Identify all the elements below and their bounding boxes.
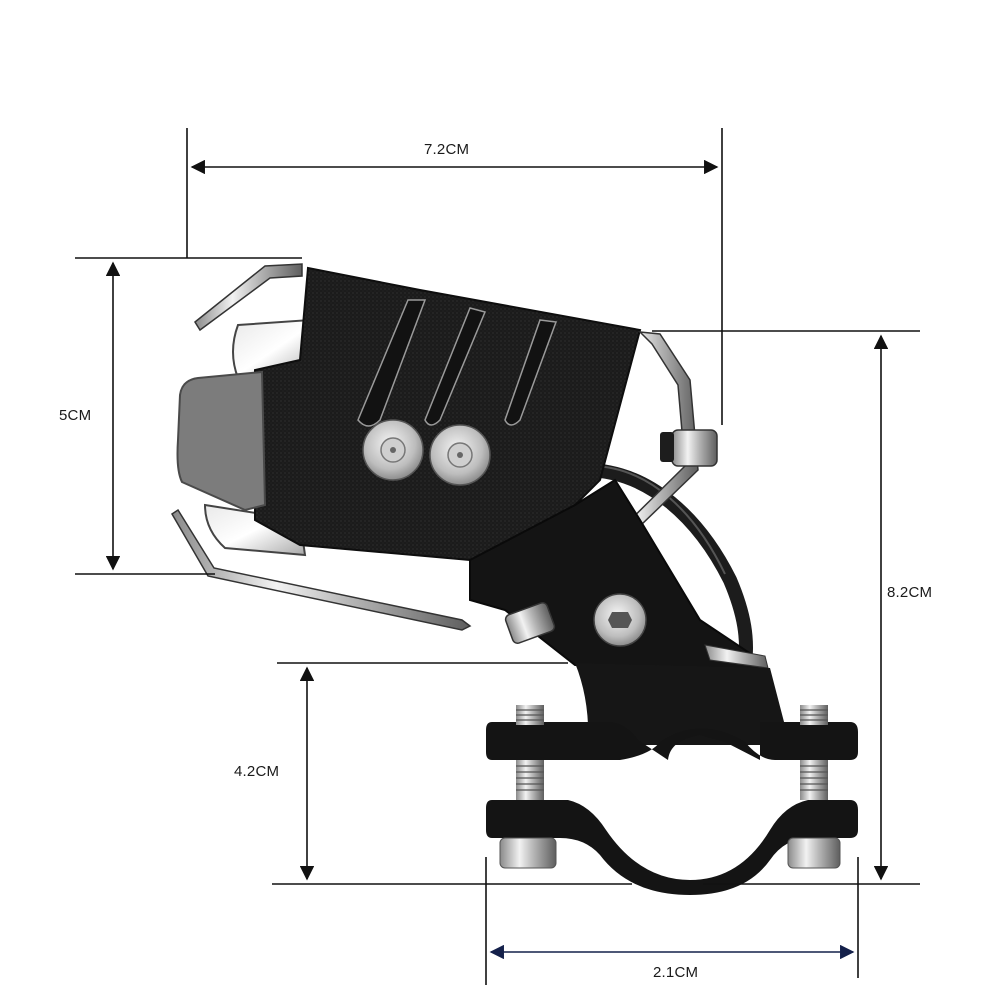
- housing-slots: [357, 299, 558, 427]
- power-cable: [578, 463, 754, 672]
- protective-guard-top: [194, 263, 303, 332]
- screw-left-mid: [516, 760, 544, 800]
- clamp-screws: [499, 705, 841, 869]
- dim-label-clamp-width: 2.1CM: [653, 964, 699, 981]
- handlebar-clamp-upper: [486, 722, 858, 760]
- handlebar-clamp-lower: [486, 800, 858, 895]
- protective-guard-bottom: [170, 508, 472, 631]
- dim-label-clamp-height: 4.2CM: [234, 763, 280, 780]
- screw-right-cap: [787, 837, 841, 869]
- front-cap: [176, 370, 267, 512]
- screw-right-mid: [800, 760, 828, 800]
- dimension-lines: [75, 128, 920, 985]
- screw-left-cap: [499, 837, 557, 869]
- dim-label-width-top: 7.2CM: [424, 141, 470, 158]
- product-illustration: [170, 263, 858, 895]
- side-bolt: [671, 429, 718, 467]
- dim-label-total-height: 8.2CM: [887, 584, 933, 601]
- bracket-nut: [504, 602, 556, 644]
- mounting-bolts: [362, 419, 491, 486]
- dim-label-lamp-height: 5CM: [59, 407, 92, 424]
- clamp-riser: [575, 663, 790, 745]
